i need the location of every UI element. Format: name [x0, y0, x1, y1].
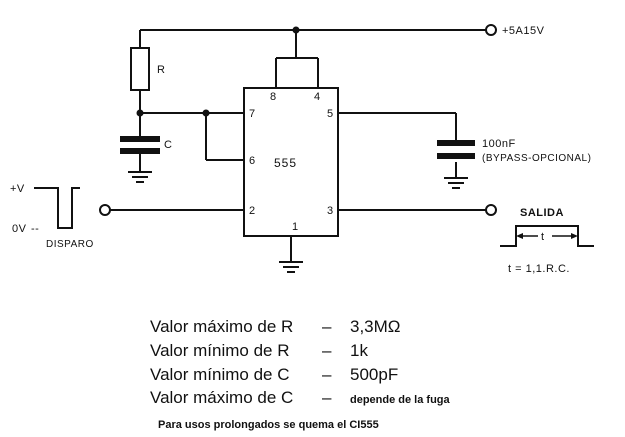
supply-junction	[292, 26, 300, 34]
supply-terminal	[485, 24, 497, 36]
ground-symbol-bypass	[444, 177, 468, 189]
timing-formula: t = 1,1.R.C.	[508, 263, 570, 275]
trigger-high-label: +V	[10, 183, 25, 195]
bypass-value: 100nF	[482, 138, 516, 150]
resistor-r	[130, 47, 150, 91]
supply-rail	[139, 29, 486, 88]
trigger-zero-dashes: --	[31, 223, 39, 235]
spec-dash: –	[322, 317, 332, 336]
pin-5-label: 5	[327, 108, 333, 120]
capacitor-c	[120, 136, 160, 172]
spec-label: Valor máximo de R	[150, 317, 293, 336]
trigger-pulse-waveform	[34, 187, 80, 229]
output-label: SALIDA	[520, 207, 564, 219]
ground-symbol-ic	[279, 261, 303, 273]
footnote: Para usos prolongados se quema el CI555	[158, 419, 379, 431]
bypass-wiring	[338, 112, 457, 178]
specs-table: Valor máximo de R – 3,3MΩ Valor mínimo d…	[150, 317, 451, 407]
spec-value: 500pF	[350, 365, 398, 384]
trigger-terminal	[99, 204, 111, 216]
pin-6-label: 6	[249, 155, 255, 167]
spec-value: 3,3MΩ	[350, 317, 401, 336]
resistor-label: R	[157, 64, 165, 76]
t-label-bg	[538, 229, 552, 242]
output-pulse-waveform	[500, 225, 594, 247]
pin-2-label: 2	[249, 205, 255, 217]
bypass-note: (BYPASS-OPCIONAL)	[482, 153, 591, 164]
bypass-capacitor	[437, 140, 475, 159]
pin7-node	[202, 109, 210, 117]
pin-4-label: 4	[314, 91, 320, 103]
pin-7-label: 7	[249, 108, 255, 120]
trigger-low-label: 0V	[12, 223, 27, 235]
spec-dash: –	[322, 341, 332, 360]
pulse-width-label: t	[541, 231, 545, 243]
supply-label: +5A15V	[502, 25, 545, 37]
rc-node	[136, 109, 144, 117]
spec-label: Valor mínimo de R	[150, 341, 290, 360]
ground-symbol-c	[128, 171, 152, 183]
ic-555-body	[243, 87, 339, 237]
output-terminal	[485, 204, 497, 216]
spec-label: Valor mínimo de C	[150, 365, 290, 384]
spec-value: 1k	[350, 341, 368, 360]
spec-value: depende de la fuga	[350, 394, 451, 406]
trigger-label: DISPARO	[46, 239, 94, 250]
capacitor-label: C	[164, 139, 172, 151]
spec-dash: –	[322, 388, 332, 407]
pin-1-label: 1	[292, 221, 298, 233]
spec-dash: –	[322, 365, 332, 384]
pin-8-label: 8	[270, 91, 276, 103]
ic-label: 555	[274, 156, 297, 170]
pin-3-label: 3	[327, 205, 333, 217]
spec-label: Valor máximo de C	[150, 388, 293, 407]
